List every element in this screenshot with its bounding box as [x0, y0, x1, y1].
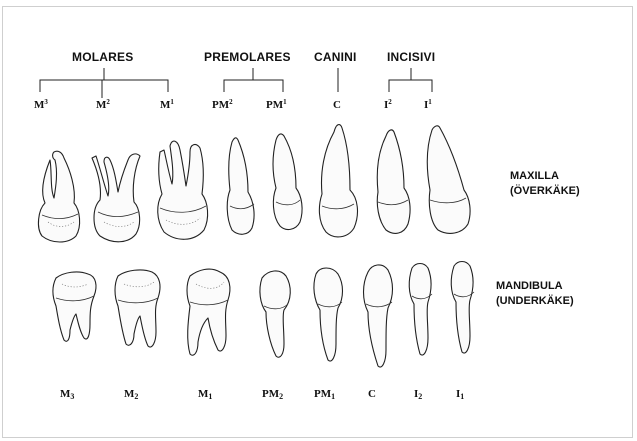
upper-label-m3: M3: [34, 98, 48, 111]
upper-label-i2: I2: [384, 98, 392, 111]
lower-i1-tooth: [451, 262, 474, 354]
lower-label-c: C: [368, 388, 376, 401]
maxilla-label-line1: MAXILLA: [510, 169, 580, 184]
upper-label-pm2: PM2: [212, 98, 233, 111]
group-heading-molares: MOLARES: [72, 50, 133, 64]
lower-label-m3: M3: [60, 388, 74, 401]
upper-i2-tooth: [377, 130, 410, 233]
lower-m3-tooth: [53, 272, 96, 341]
molares-bracket: [40, 68, 168, 98]
lower-pm1-tooth: [314, 268, 343, 361]
lower-label-m2: M2: [124, 388, 138, 401]
group-heading-canini: CANINI: [314, 50, 357, 64]
premolares-bracket: [224, 68, 283, 92]
upper-label-m1: M1: [160, 98, 174, 111]
upper-label-m2: M2: [96, 98, 110, 111]
upper-pm2-tooth: [227, 138, 254, 234]
upper-label-pm1: PM1: [266, 98, 287, 111]
lower-label-pm1: PM1: [314, 388, 335, 401]
upper-m1-tooth: [158, 141, 208, 239]
lower-label-i2: I2: [414, 388, 422, 401]
lower-label-m1: M1: [198, 388, 212, 401]
upper-m2-tooth: [92, 154, 140, 242]
lower-i2-tooth: [409, 264, 432, 356]
group-heading-premolares: PREMOLARES: [204, 50, 291, 64]
upper-label-i1: I1: [424, 98, 432, 111]
lower-label-i1: I1: [456, 388, 464, 401]
upper-m3-tooth: [38, 151, 79, 242]
mandibula-label-line1: MANDIBULA: [496, 279, 574, 294]
lower-m2-tooth: [115, 270, 160, 347]
incisivi-bracket: [389, 68, 432, 92]
lower-pm2-tooth: [260, 271, 290, 357]
mandibula-label: MANDIBULA (UNDERKÄKE): [496, 279, 574, 309]
upper-i1-tooth: [427, 126, 470, 234]
lower-m1-tooth: [187, 269, 230, 355]
lower-label-pm2: PM2: [262, 388, 283, 401]
maxilla-label: MAXILLA (ÖVERKÄKE): [510, 169, 580, 199]
maxilla-label-line2: (ÖVERKÄKE): [510, 184, 580, 199]
group-heading-incisivi: INCISIVI: [387, 50, 435, 64]
upper-pm1-tooth: [273, 134, 302, 230]
upper-canine-tooth: [319, 125, 357, 237]
mandibula-label-line2: (UNDERKÄKE): [496, 294, 574, 309]
lower-canine-tooth: [364, 265, 393, 367]
upper-label-c: C: [333, 98, 341, 111]
